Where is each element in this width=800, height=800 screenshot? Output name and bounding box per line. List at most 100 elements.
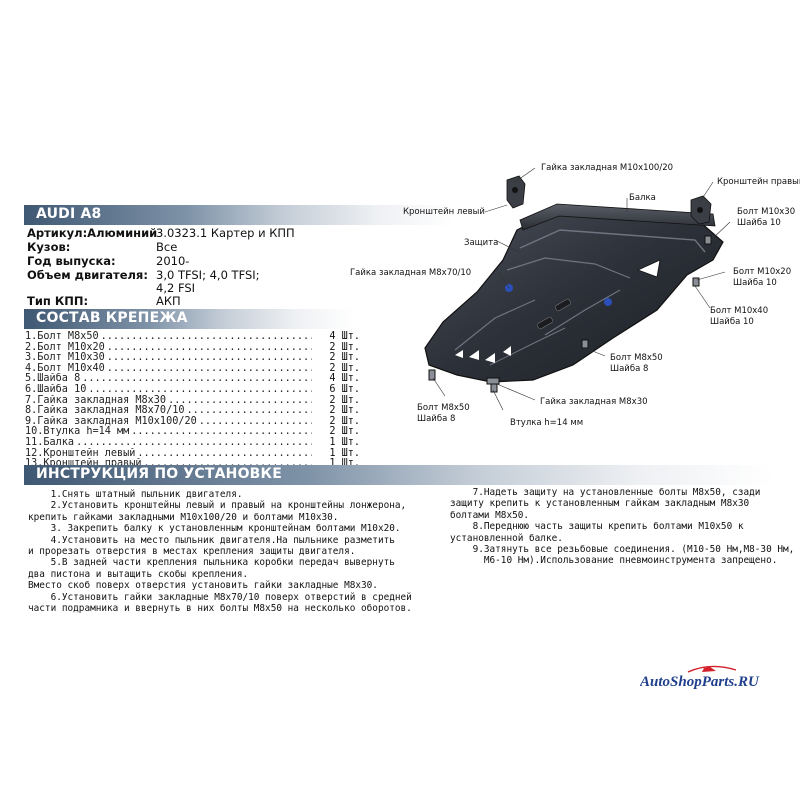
label-bracket-right: Кронштейн правый: [717, 177, 800, 187]
label-nut-m8x30: Гайка закладная М8х30: [540, 397, 648, 407]
spec-value: 3.0323.1 Картер и КПП: [156, 226, 295, 240]
fastener-qty: 2 Шт.: [329, 405, 360, 417]
fastener-name: 10.Втулка h=14 мм: [25, 426, 132, 438]
fastener-qty: 4 Шт.: [329, 331, 360, 342]
cutout: [503, 346, 511, 356]
fastener-row: 1.Болт М8х50............................…: [25, 331, 360, 342]
fastener-qty: 1 Шт.: [329, 447, 360, 459]
fastener-row: 13.Кронштейн правый.....................…: [25, 458, 360, 470]
label-guard: Защита: [464, 238, 499, 248]
title-bar: AUDI A8: [24, 205, 454, 225]
fastener-leader-dots: 2.Болт М10х20...........................…: [25, 341, 312, 353]
fastener-leader-dots: 9.Гайка закладная М10х100/20............…: [25, 415, 312, 427]
instruction-line: крепить гайками закладными М10х100/20 и …: [28, 511, 339, 523]
instruction-line: 6.Установить гайки закладные М8х70/10 по…: [28, 591, 412, 603]
fastener-leader-dots: 12.Кронштейн левый......................…: [25, 447, 312, 459]
fastener-leader-dots: 1.Болт М8х50............................…: [25, 331, 312, 342]
fastener-leader-dots: 10.Втулка h=14 мм.......................…: [25, 426, 312, 438]
fastener-row: 12.Кронштейн левый......................…: [25, 447, 360, 459]
guard-plate: [424, 207, 724, 383]
fastener-qty: 2 Шт.: [329, 426, 360, 438]
instruction-line: М6-10 Нм).Использование пневмоинструмент…: [450, 555, 778, 567]
label-nut-m8x70: Гайка закладная М8х70/10: [350, 268, 472, 278]
instruction-line: установленной балке.: [450, 532, 563, 544]
label-bolt-m8x50-mid: Болт М8х50: [610, 353, 663, 363]
label-bolt-m10x20: Болт М10х20: [733, 267, 792, 277]
fastener-qty: 2 Шт.: [329, 352, 360, 364]
fastener-leader-dots: 11.Балка................................…: [25, 437, 312, 448]
fastener-row: 5.Шайба 8...............................…: [25, 373, 360, 385]
label-washer-8-a: Шайба 8: [610, 364, 649, 374]
label-washer-8-b: Шайба 8: [417, 414, 456, 424]
fastener-qty: 2 Шт.: [329, 415, 360, 427]
instructions-right-column: 7.Надеть защиту на установленные болты М…: [450, 487, 794, 567]
spec-label: Кузов:: [27, 240, 71, 254]
fastener-name: 12.Кронштейн левый: [25, 447, 138, 459]
cutout: [455, 350, 463, 358]
instruction-line: 3. Закрепить балку к установленным кронш…: [28, 523, 401, 535]
instruction-line: 1.Снять штатный пыльник двигателя.: [28, 489, 243, 500]
instruction-line: болтами М8х50.: [450, 509, 530, 521]
beam: [519, 203, 716, 231]
fastener-name: 3.Болт М10х30: [25, 352, 107, 364]
fastener-name: 11.Балка: [25, 437, 77, 448]
skid-plate-diagram: [424, 167, 731, 411]
fastener-leader-dots: 6.Шайба 10..............................…: [25, 384, 312, 395]
watermark-text-before: AutoShop: [640, 674, 702, 690]
instruction-line: 7.Надеть защиту на установленные болты М…: [450, 487, 761, 498]
label-washer-10-c: Шайба 10: [710, 317, 754, 327]
fastener-qty: 2 Шт.: [329, 341, 360, 353]
fastener-row: 6.Шайба 10..............................…: [25, 384, 360, 395]
instruction-line: два пистона и вытащить скобы крепления.: [28, 568, 249, 580]
spec-label: Тип КПП:: [27, 294, 89, 308]
fastener-name: 2.Болт М10х20: [25, 341, 107, 353]
watermark: AutoShopParts.RU: [639, 664, 780, 694]
fasteners-heading-bar: СОСТАВ КРЕПЕЖА: [24, 309, 354, 329]
spec-label: Артикул:Алюминий: [27, 226, 158, 240]
label-washer-10-a: Шайба 10: [737, 218, 781, 228]
fastener-qty: 4 Шт.: [329, 373, 360, 385]
instructions-left-column: 1.Снять штатный пыльник двигателя. 2.Уст…: [28, 489, 412, 614]
cutout: [485, 353, 495, 363]
fastener-name: 1.Болт М8х50: [25, 331, 101, 342]
instruction-line: части подрамника и ввернуть в них болты …: [28, 603, 412, 615]
fastener-name: 13.Кронштейн правый: [25, 458, 144, 470]
fastener-row: 9.Гайка закладная М10х100/20............…: [25, 415, 360, 427]
label-bushing: Втулка h=14 мм: [510, 418, 584, 428]
label-bolt-m10x30: Болт М10х30: [737, 207, 796, 217]
fastener-row: 2.Болт М10х20...........................…: [25, 341, 360, 353]
instruction-line: 8.Переднюю часть защиты крепить болтами …: [450, 521, 744, 533]
spec-value: 2010-: [156, 254, 190, 268]
instruction-line: Вместо скоб поверх отверстия установить …: [28, 580, 378, 592]
fastener-name: 7.Гайка закладная М8х30: [25, 394, 169, 406]
fastener-leader-dots: 7.Гайка закладная М8х30.................…: [25, 394, 312, 406]
fastener-name: 5.Шайба 8: [25, 373, 83, 385]
svg-text:AutoShopParts.RU: AutoShopParts.RU: [640, 674, 760, 690]
page-title: AUDI A8: [36, 206, 102, 222]
fastener-leader-dots: 4.Болт М10х40...........................…: [25, 362, 312, 374]
instruction-line: и прорезать отверстия в местах крепления…: [28, 546, 356, 558]
label-beam: Балка: [629, 193, 656, 203]
label-washer-10-b: Шайба 10: [733, 278, 777, 288]
label-bolt-m10x40: Болт М10х40: [710, 306, 769, 316]
instructions-heading-bar: ИНСТРУКЦИЯ ПО УСТАНОВКЕ: [24, 465, 774, 485]
label-bolt-m8x50-left: Болт М8х50: [417, 403, 470, 413]
label-nut-top: Гайка закладная М10х100/20: [541, 163, 674, 173]
instruction-line: защиту крепить к установленным гайкам за…: [450, 498, 750, 510]
instruction-line: 9.Затянуть все резьбовые соединения. (М1…: [450, 544, 795, 556]
fastener-row: 4.Болт М10х40...........................…: [25, 362, 360, 374]
spec-value: АКП: [156, 294, 181, 308]
fasteners-heading: СОСТАВ КРЕПЕЖА: [36, 310, 188, 326]
fastener-qty: 1 Шт.: [329, 458, 360, 470]
instructions-heading: ИНСТРУКЦИЯ ПО УСТАНОВКЕ: [36, 466, 282, 482]
instruction-line: 5.В задней части крепления пыльника коро…: [28, 557, 395, 569]
instruction-line: 2.Установить кронштейны левый и правый н…: [28, 500, 407, 512]
fastener-leader-dots: 5.Шайба 8...............................…: [25, 373, 312, 385]
label-bracket-left: Кронштейн левый: [403, 207, 485, 217]
spec-value: Все: [156, 240, 178, 254]
fastener-row: 11.Балка................................…: [25, 437, 360, 448]
fastener-name: 4.Болт М10х40: [25, 362, 107, 374]
spec-label: Объем двигателя:: [27, 268, 148, 282]
fastener-name: 6.Шайба 10: [25, 384, 89, 395]
fastener-row: 10.Втулка h=14 мм.......................…: [25, 426, 360, 438]
